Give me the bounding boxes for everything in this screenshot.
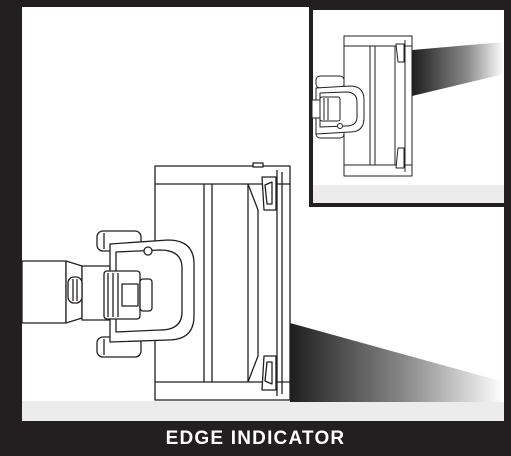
connector-motor — [103, 270, 153, 320]
wand-tube — [21, 260, 111, 324]
inset-edge-light-beam — [412, 42, 504, 96]
edge-light-beam — [290, 323, 504, 402]
floor-strip — [22, 401, 504, 421]
main-vacuum-view — [21, 162, 504, 402]
caption-bar: EDGE INDICATOR — [0, 421, 511, 456]
inset-vacuum-view — [311, 35, 504, 177]
caption-label: EDGE INDICATOR — [165, 427, 346, 449]
